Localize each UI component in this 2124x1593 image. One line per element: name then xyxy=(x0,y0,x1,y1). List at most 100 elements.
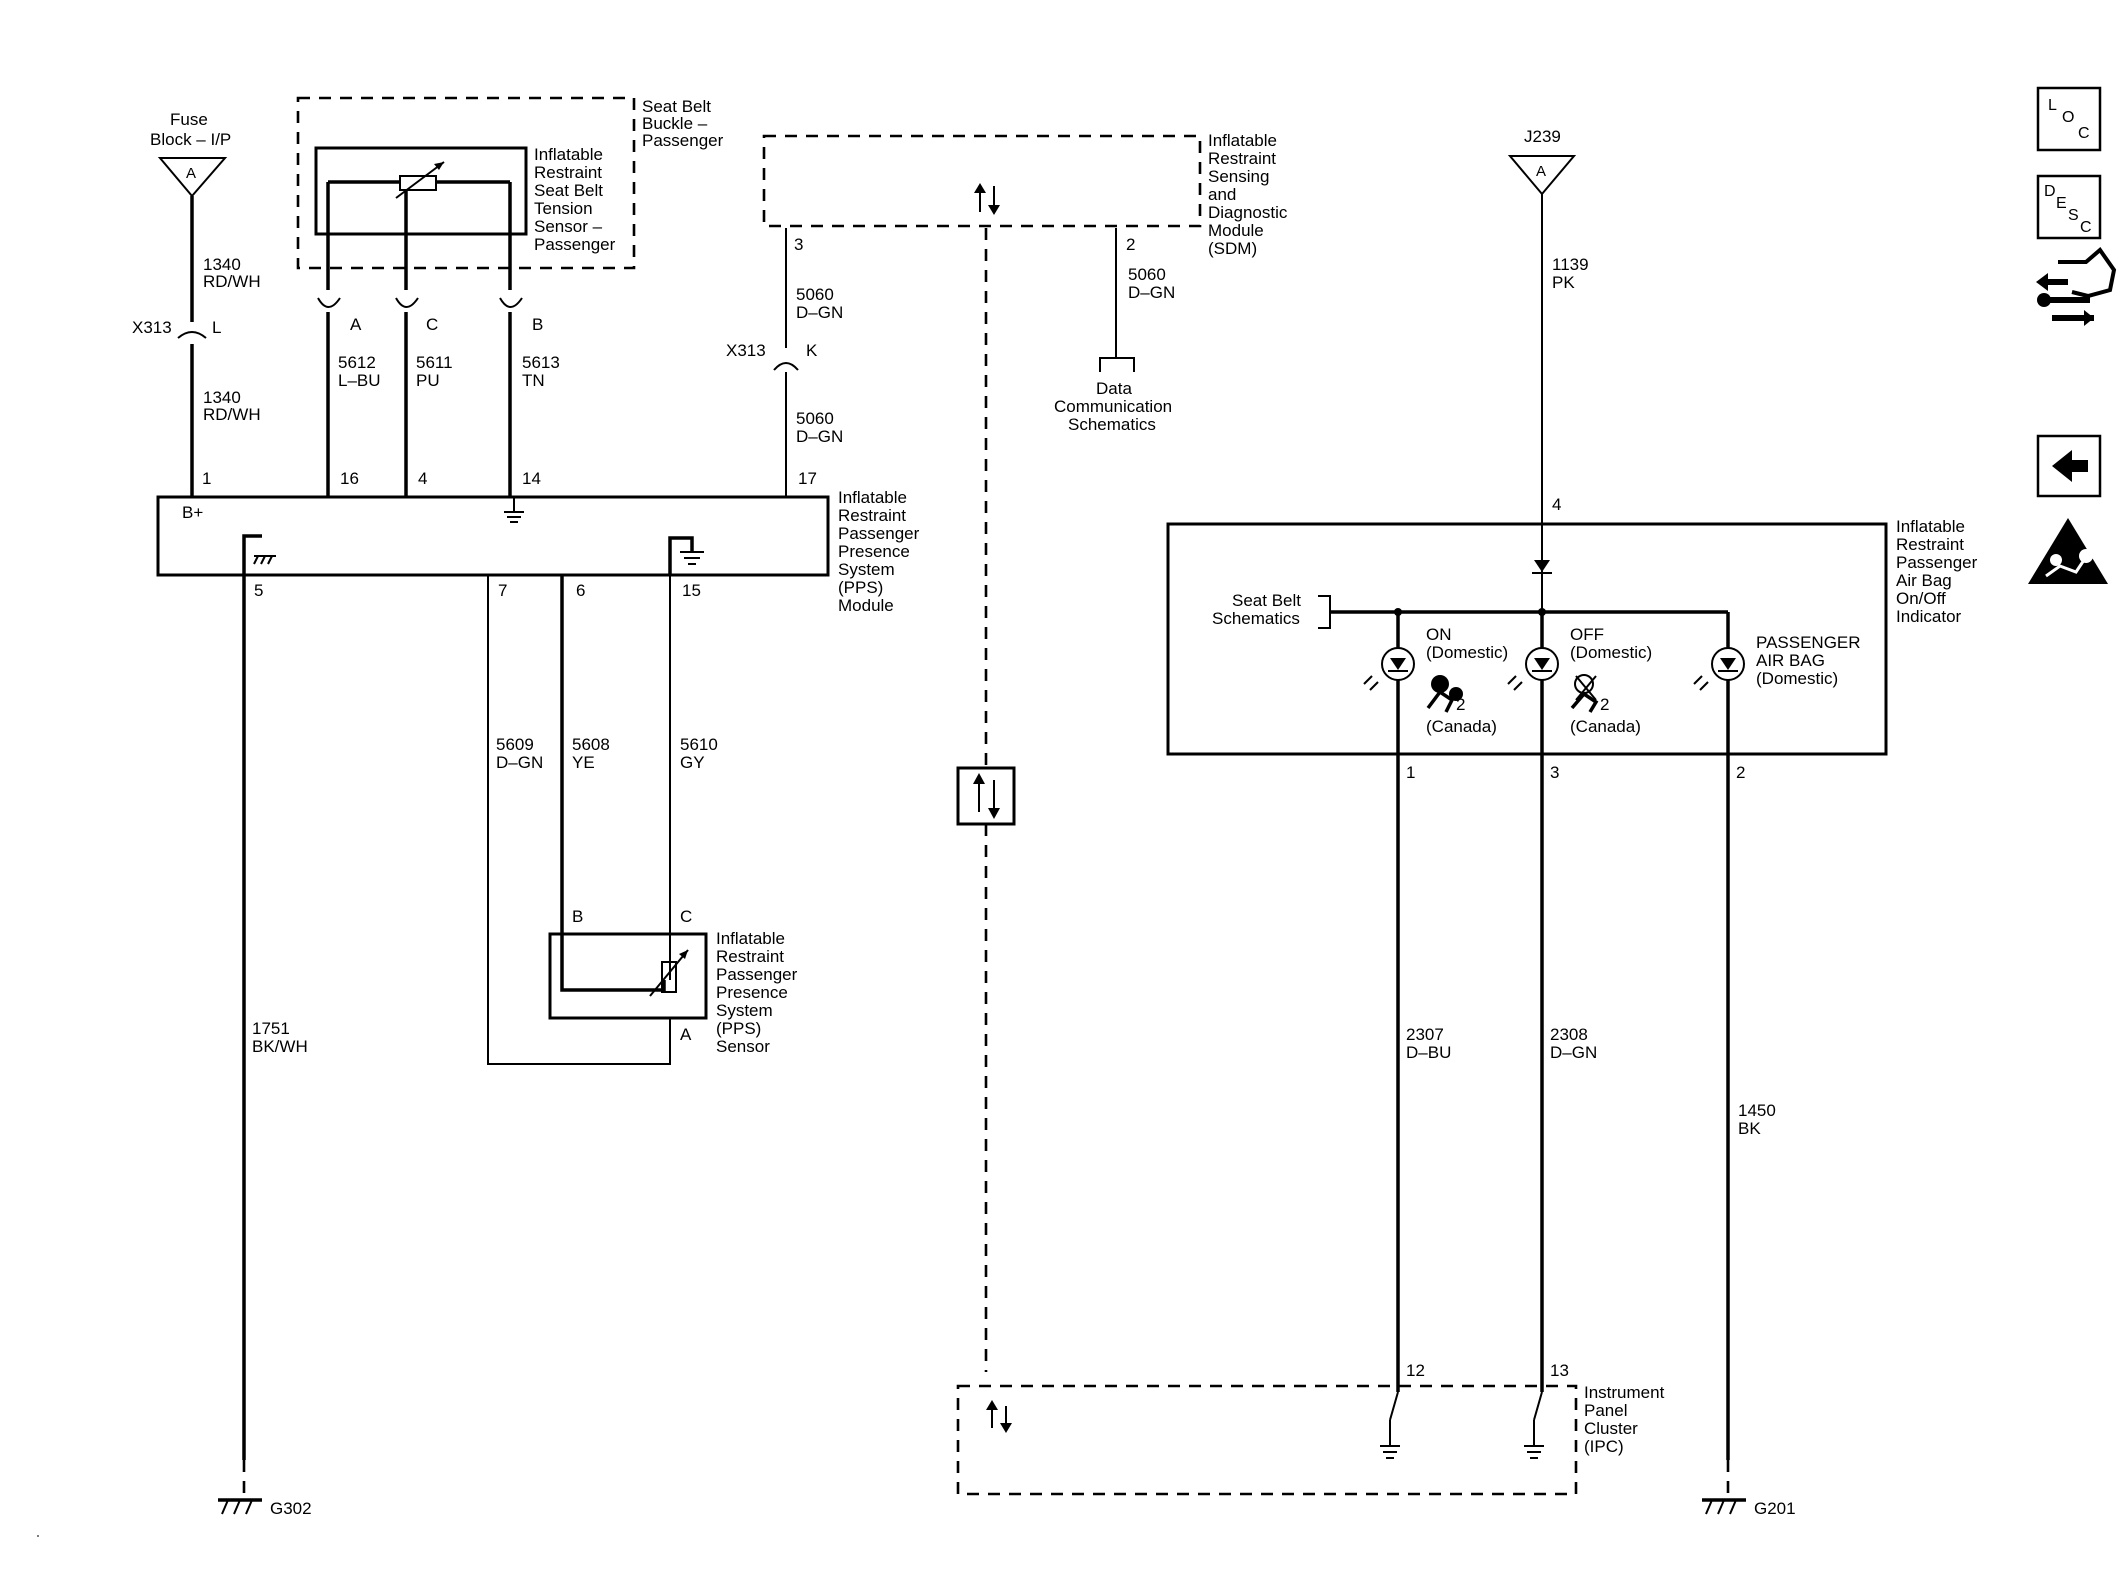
svg-text:Seat Belt: Seat Belt xyxy=(1232,591,1301,610)
svg-text:A: A xyxy=(680,1025,692,1044)
tension-sensor-label: Inflatable Restraint Seat Belt Tension S… xyxy=(534,145,616,254)
pps-module-label: Inflatable Restraint Passenger Presence … xyxy=(838,488,920,615)
svg-text:and: and xyxy=(1208,185,1236,204)
svg-text:OFF: OFF xyxy=(1570,625,1604,644)
signal-ground-icon xyxy=(668,536,704,575)
svg-text:(SDM): (SDM) xyxy=(1208,239,1257,258)
svg-text:Communication: Communication xyxy=(1054,397,1172,416)
wire-1139-label: 1139 PK xyxy=(1552,255,1589,292)
ground-g201: G201 xyxy=(1702,1498,1796,1518)
j239-source: J239 A xyxy=(1507,127,1577,196)
desc-icon[interactable]: D E S C xyxy=(2036,174,2102,240)
wire-5060-top-label: 5060 D–GN xyxy=(796,285,843,322)
back-arrow-icon[interactable] xyxy=(2036,434,2102,498)
svg-text:5: 5 xyxy=(254,581,263,600)
b-plus-label: B+ xyxy=(182,503,203,522)
svg-text:1: 1 xyxy=(1406,763,1415,782)
svg-text:Passenger: Passenger xyxy=(534,235,616,254)
svg-text:Presence: Presence xyxy=(716,983,788,1002)
svg-text:1450: 1450 xyxy=(1738,1101,1776,1120)
svg-text:Module: Module xyxy=(1208,221,1264,240)
off-domestic-label: OFF (Domestic) xyxy=(1570,625,1652,662)
chassis-ground-icon xyxy=(242,534,276,575)
svg-text:16: 16 xyxy=(340,469,359,488)
svg-text:PU: PU xyxy=(416,371,440,390)
airbag-on-symbol-icon: 2 xyxy=(1426,675,1465,714)
svg-text:YE: YE xyxy=(572,753,595,772)
svg-text:Schematics: Schematics xyxy=(1068,415,1156,434)
airbag-off-symbol-icon: 2 xyxy=(1570,674,1609,714)
canada-label-off: (Canada) xyxy=(1570,717,1641,736)
svg-text:Inflatable: Inflatable xyxy=(1208,131,1277,150)
wire-2307-label: 2307 D–BU xyxy=(1406,1025,1451,1062)
indicator-bottom-pins: 1 3 2 xyxy=(1406,763,1745,782)
svg-text:Cluster: Cluster xyxy=(1584,1419,1638,1438)
sdm-label: Inflatable Restraint Sensing and Diagnos… xyxy=(1208,131,1288,258)
pps-sensor-box xyxy=(548,932,708,1020)
svg-text:C: C xyxy=(426,315,438,334)
svg-text:Diagnostic: Diagnostic xyxy=(1208,203,1288,222)
svg-text:C: C xyxy=(680,907,692,926)
svg-text:4: 4 xyxy=(418,469,427,488)
svg-text:5613: 5613 xyxy=(522,353,560,372)
data-comm-bracket xyxy=(1099,357,1135,372)
ipc-boundary xyxy=(956,1384,1578,1496)
svg-text:A: A xyxy=(186,165,196,182)
svg-text:Presence: Presence xyxy=(838,542,910,561)
wire-1340-top-label: 1340 RD/WH xyxy=(203,255,261,291)
svg-text:Inflatable: Inflatable xyxy=(534,145,603,164)
svg-text:Inflatable: Inflatable xyxy=(1896,517,1965,536)
data-comm-reference: Data Communication Schematics xyxy=(1054,379,1172,434)
pps-sensor-variable-resistor xyxy=(649,949,689,997)
svg-text:Restraint: Restraint xyxy=(716,947,784,966)
svg-text:Restraint: Restraint xyxy=(1896,535,1964,554)
svg-text:Passenger: Passenger xyxy=(642,131,724,150)
svg-text:Passenger: Passenger xyxy=(716,965,798,984)
wire-1450-label: 1450 BK xyxy=(1738,1101,1776,1138)
svg-text:6: 6 xyxy=(576,581,585,600)
ipc-switch-ground-2 xyxy=(1524,1391,1544,1459)
svg-text:17: 17 xyxy=(798,469,817,488)
ipc-pins: 12 13 xyxy=(1406,1361,1569,1380)
svg-text:5610: 5610 xyxy=(680,735,718,754)
sdm-pin-2: 2 xyxy=(1126,235,1135,254)
svg-text:Schematics: Schematics xyxy=(1212,609,1300,628)
svg-text:5609: 5609 xyxy=(496,735,534,754)
airbag-warning-icon[interactable] xyxy=(2028,518,2108,584)
svg-text:G302: G302 xyxy=(270,1499,312,1518)
svg-text:(Domestic): (Domestic) xyxy=(1426,643,1508,662)
svg-text:(PPS): (PPS) xyxy=(716,1019,761,1038)
wire-1340-bottom-label: 1340 RD/WH xyxy=(203,388,261,424)
svg-text:D–GN: D–GN xyxy=(1128,283,1175,302)
connector-tools-icon[interactable] xyxy=(2036,247,2117,326)
svg-text:A: A xyxy=(350,315,362,334)
svg-text:(PPS): (PPS) xyxy=(838,578,883,597)
svg-text:Restraint: Restraint xyxy=(838,506,906,525)
svg-text:O: O xyxy=(2062,109,2074,126)
svg-text:X313: X313 xyxy=(726,341,766,360)
svg-text:Tension: Tension xyxy=(534,199,593,218)
svg-text:Indicator: Indicator xyxy=(1896,607,1962,626)
indicator-label: Inflatable Restraint Passenger Air Bag O… xyxy=(1896,517,1978,626)
svg-text:B: B xyxy=(572,907,583,926)
ground-g302: G302 xyxy=(218,1498,312,1518)
svg-text:TN: TN xyxy=(522,371,545,390)
svg-text:S: S xyxy=(2068,207,2079,224)
svg-text:Sensor: Sensor xyxy=(716,1037,770,1056)
pps-module-top-pins: 1 16 4 14 17 xyxy=(202,469,817,488)
svg-text:Fuse: Fuse xyxy=(170,110,208,129)
seat-belt-buckle-boundary xyxy=(296,96,636,270)
svg-text:1139: 1139 xyxy=(1552,255,1589,274)
svg-text:Module: Module xyxy=(838,596,894,615)
svg-text:L: L xyxy=(212,318,221,337)
svg-text:G201: G201 xyxy=(1754,1499,1796,1518)
svg-text:1: 1 xyxy=(202,469,211,488)
svg-text:On/Off: On/Off xyxy=(1896,589,1946,608)
svg-text:15: 15 xyxy=(682,581,701,600)
svg-text:Inflatable: Inflatable xyxy=(716,929,785,948)
svg-text:Buckle –: Buckle – xyxy=(642,114,708,133)
svg-text:(Domestic): (Domestic) xyxy=(1570,643,1652,662)
svg-text:C: C xyxy=(2080,219,2092,236)
loc-icon[interactable]: L O C xyxy=(2036,86,2102,152)
